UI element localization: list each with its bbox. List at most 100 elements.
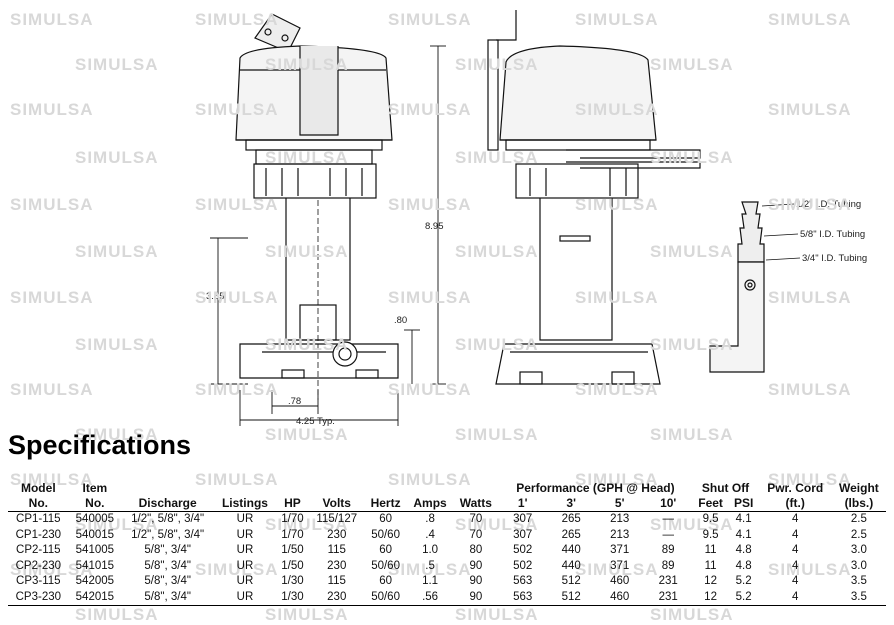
- header-volts: Volts: [309, 496, 365, 512]
- cell-head-1ft: 307: [513, 513, 533, 525]
- cell-weight-lbs: 3.5: [850, 575, 867, 587]
- cell-shutoff-feet: 11: [704, 544, 717, 556]
- cell-head-10ft: 231: [658, 575, 678, 587]
- cell-hertz: 50/60: [371, 559, 400, 572]
- cell-weight-lbs: 3.0: [850, 544, 867, 556]
- header-performance: Performance (GPH @ Head): [516, 481, 675, 495]
- watermark-text: SIMULSA: [650, 148, 734, 167]
- cell-item: 542015: [68, 589, 122, 606]
- header-hertz: Hertz: [364, 496, 407, 512]
- cell-hertz: 60: [379, 544, 392, 556]
- callout-five-eighths-tubing: 5/8" I.D. Tubing: [800, 229, 865, 240]
- header-amps: Amps: [406, 496, 454, 512]
- header-item-no: No.: [68, 496, 122, 512]
- cell-volts: 115/127: [316, 513, 358, 525]
- cell-cord-ft: 4: [791, 513, 799, 525]
- cell-head-10ft: 89: [661, 559, 675, 572]
- dimension-width-label: 4.25 Typ.: [296, 416, 335, 427]
- cell-amps: .4: [425, 528, 435, 541]
- watermark-text: SIMULSA: [75, 55, 159, 74]
- cell-listings: UR: [236, 528, 254, 541]
- header-head-3ft: 3': [546, 496, 596, 512]
- cell-item: 541005: [75, 544, 115, 556]
- cell-weight-lbs: 2.5: [850, 528, 867, 541]
- watermark-text: SIMULSA: [265, 335, 349, 354]
- watermark-text: SIMULSA: [455, 242, 539, 261]
- watermark-text: SIMULSA: [575, 380, 659, 399]
- callout-half-inch-tubing: 1/2" I.D. Tubing: [796, 199, 861, 210]
- cell-model: CP2-115: [16, 544, 61, 556]
- watermark-text: SIMULSA: [650, 425, 734, 444]
- cell-head-5ft: 213: [610, 513, 630, 525]
- watermark-text: SIMULSA: [455, 148, 539, 167]
- cell-head-10ft: —: [662, 528, 674, 541]
- cell-volts: 115: [327, 575, 346, 587]
- cell-hp: 1/30: [275, 589, 310, 606]
- header-cord: Pwr. Cord: [767, 481, 824, 495]
- cell-shutoff-feet: 12: [704, 575, 717, 587]
- cell-hertz: 60: [379, 575, 392, 587]
- cell-discharge: 5/8", 3/4": [144, 559, 191, 572]
- cell-watts: 90: [469, 575, 483, 587]
- cell-head-3ft: 265: [561, 513, 581, 525]
- cell-watts: 70: [469, 513, 483, 525]
- watermark-text: SIMULSA: [265, 605, 349, 624]
- header-head-5ft: 5': [595, 496, 644, 512]
- cell-amps: 1.1: [422, 575, 439, 587]
- cell-head-3ft: 512: [546, 589, 596, 606]
- cell-head-5ft: 371: [610, 559, 630, 572]
- watermark-text: SIMULSA: [455, 425, 539, 444]
- watermark-text: SIMULSA: [455, 55, 539, 74]
- watermark-text: SIMULSA: [195, 10, 279, 29]
- cell-shutoff-psi: 4.1: [735, 528, 752, 541]
- cell-shutoff-psi: 5.2: [735, 575, 752, 587]
- cell-shutoff-feet: 9.5: [702, 528, 719, 541]
- watermark-text: SIMULSA: [10, 288, 94, 307]
- section-title: Specifications: [8, 430, 192, 460]
- cell-head-1ft: 502: [513, 544, 533, 556]
- cell-head-3ft: 512: [561, 575, 581, 587]
- watermark-text: SIMULSA: [195, 288, 279, 307]
- watermark-text: SIMULSA: [455, 605, 539, 624]
- cell-discharge: 1/2", 5/8", 3/4": [131, 528, 205, 541]
- cell-head-1ft: 563: [498, 589, 547, 606]
- watermark-text: SIMULSA: [650, 605, 734, 624]
- watermark-text: SIMULSA: [75, 335, 159, 354]
- cell-model: CP1-115: [16, 513, 61, 525]
- cell-watts: 90: [453, 589, 499, 606]
- watermark-text: SIMULSA: [75, 148, 159, 167]
- header-psi: PSI: [728, 496, 759, 512]
- cell-shutoff-psi: 4.8: [735, 544, 752, 556]
- cell-head-10ft: 89: [661, 544, 675, 556]
- header-listings: Listings: [214, 496, 276, 512]
- header-head-10ft: 10': [643, 496, 693, 512]
- watermark-text: SIMULSA: [388, 380, 472, 399]
- cell-cord-ft: 4: [758, 589, 832, 606]
- watermark-text: SIMULSA: [650, 335, 734, 354]
- watermark-text: SIMULSA: [768, 288, 852, 307]
- watermark-text: SIMULSA: [265, 55, 349, 74]
- cell-listings: UR: [214, 589, 276, 606]
- cell-head-3ft: 265: [561, 528, 581, 541]
- cell-model: CP3-230: [8, 589, 69, 606]
- cell-cord-ft: 4: [791, 544, 799, 556]
- cell-shutoff-psi: 4.8: [735, 559, 752, 572]
- header-feet: Feet: [692, 496, 729, 512]
- header-item: Item: [82, 481, 108, 495]
- header-hp: HP: [275, 496, 310, 512]
- cell-listings: UR: [236, 513, 254, 525]
- watermark-text: SIMULSA: [768, 195, 852, 214]
- cell-head-5ft: 213: [610, 528, 630, 541]
- cell-model: CP1-230: [15, 528, 62, 541]
- cell-hertz: 50/60: [364, 589, 407, 606]
- cell-head-5ft: 460: [595, 589, 644, 606]
- cell-head-3ft: 440: [561, 559, 581, 572]
- watermark-text: SIMULSA: [265, 425, 349, 444]
- watermark-text: SIMULSA: [75, 242, 159, 261]
- cell-hp: 1/30: [281, 575, 304, 587]
- watermark-text: SIMULSA: [10, 195, 94, 214]
- table-header-sub: No. No. Discharge Listings HP Volts Hert…: [8, 496, 886, 512]
